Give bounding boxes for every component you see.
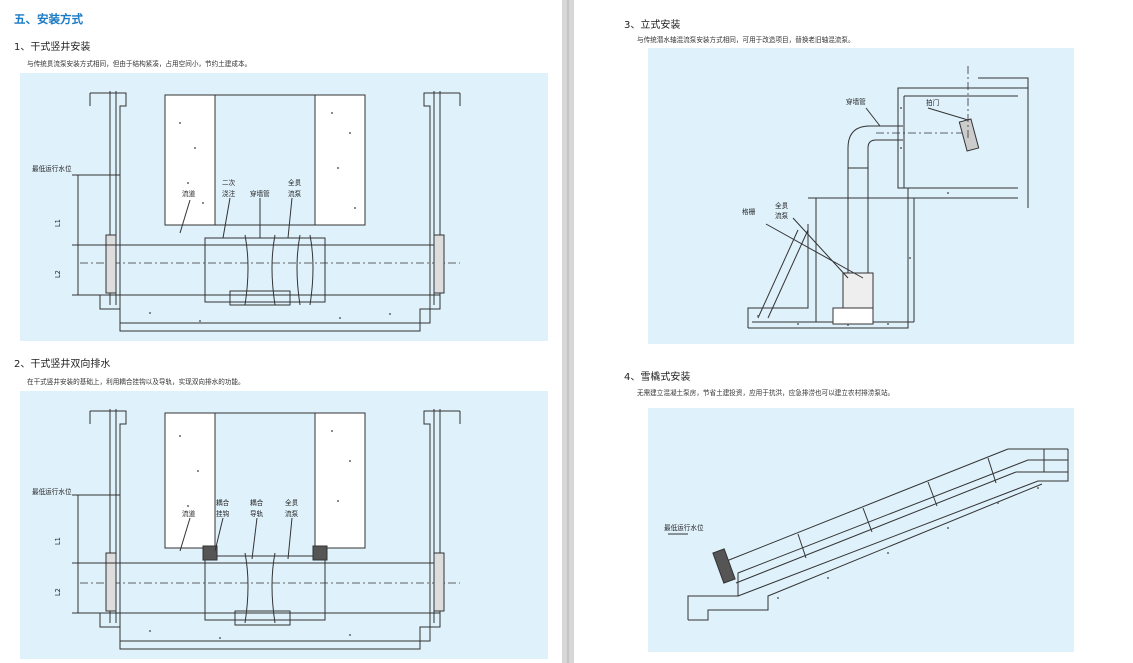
- label-pump-bottom-vertical: 流泵: [775, 211, 789, 220]
- label-wall-pipe: 穿墙管: [250, 189, 270, 198]
- label-hook-top: 耦合: [216, 498, 230, 507]
- label-pump-top-2: 全贯: [285, 498, 299, 507]
- diagram-dry-shaft: 最低运行水位 流道 二次 浇注 穿墙管 全贯 流泵 L1 L2: [20, 73, 548, 341]
- label-second-bottom: 浇注: [222, 189, 236, 198]
- diagram-vertical: 穿墙管 拍门 全贯 流泵 格栅: [648, 48, 1074, 344]
- label-pump-top: 全贯: [288, 178, 302, 187]
- left-page: 五、安装方式 1、干式竖井安装 与传统贯流泵安装方式相同，但由于结构紧凑，占用空…: [0, 0, 562, 663]
- desc-sled: 无需建立混凝土泵房，节省土建投资，应用于抗洪，应急排涝也可以建立农村排涝泵站。: [637, 389, 895, 397]
- heading-dry-shaft: 1、干式竖井安装: [14, 42, 91, 53]
- label-l1: L1: [54, 219, 62, 227]
- label-l2: L2: [54, 270, 62, 278]
- label-rail-top: 耦合: [250, 498, 264, 507]
- label-hook-bottom: 挂钩: [216, 509, 230, 518]
- label-water-level: 最低运行水位: [32, 164, 72, 173]
- label-second-top: 二次: [222, 178, 236, 187]
- label-grille: 格栅: [742, 207, 756, 216]
- desc-dry-shaft-bidirectional: 在干式竖井安装的基础上，利用耦合挂钩以及导轨，实现双向排水的功能。: [27, 378, 245, 386]
- heading-dry-shaft-bidirectional: 2、干式竖井双向排水: [14, 359, 111, 370]
- right-page: 3、立式安装 与传统潜水轴混流泵安装方式相同，可用于改造项目，替换老旧轴混流泵。: [574, 0, 1133, 663]
- heading-sled: 4、雪橇式安装: [624, 372, 691, 383]
- label-wall-pipe-vertical: 穿墙管: [846, 97, 866, 106]
- page-gutter: [562, 0, 574, 663]
- label-flow: 流道: [182, 189, 196, 198]
- label-flap: 拍门: [926, 98, 939, 107]
- label-pump-top-vertical: 全贯: [775, 201, 789, 210]
- label-l2-2: L2: [54, 588, 62, 596]
- desc-vertical: 与传统潜水轴混流泵安装方式相同，可用于改造项目，替换老旧轴混流泵。: [637, 36, 855, 44]
- label-l1-2: L1: [54, 537, 62, 545]
- label-water-level-sled: 最低运行水位: [664, 523, 704, 532]
- diagram-dry-shaft-bidirectional: 最低运行水位 流道 耦合 挂钩 耦合 导轨 全贯 流泵 L1 L2: [20, 391, 548, 659]
- label-pump-bottom-2: 流泵: [285, 509, 299, 518]
- label-water-level-2: 最低运行水位: [32, 487, 72, 496]
- label-rail-bottom: 导轨: [250, 509, 264, 518]
- heading-vertical: 3、立式安装: [624, 20, 681, 31]
- label-pump-bottom: 流泵: [288, 189, 302, 198]
- diagram-sled: 最低运行水位: [648, 408, 1074, 652]
- label-flow-2: 流道: [182, 509, 196, 518]
- section-title: 五、安装方式: [14, 12, 83, 26]
- desc-dry-shaft: 与传统贯流泵安装方式相同，但由于结构紧凑，占用空间小，节约土建成本。: [27, 60, 252, 68]
